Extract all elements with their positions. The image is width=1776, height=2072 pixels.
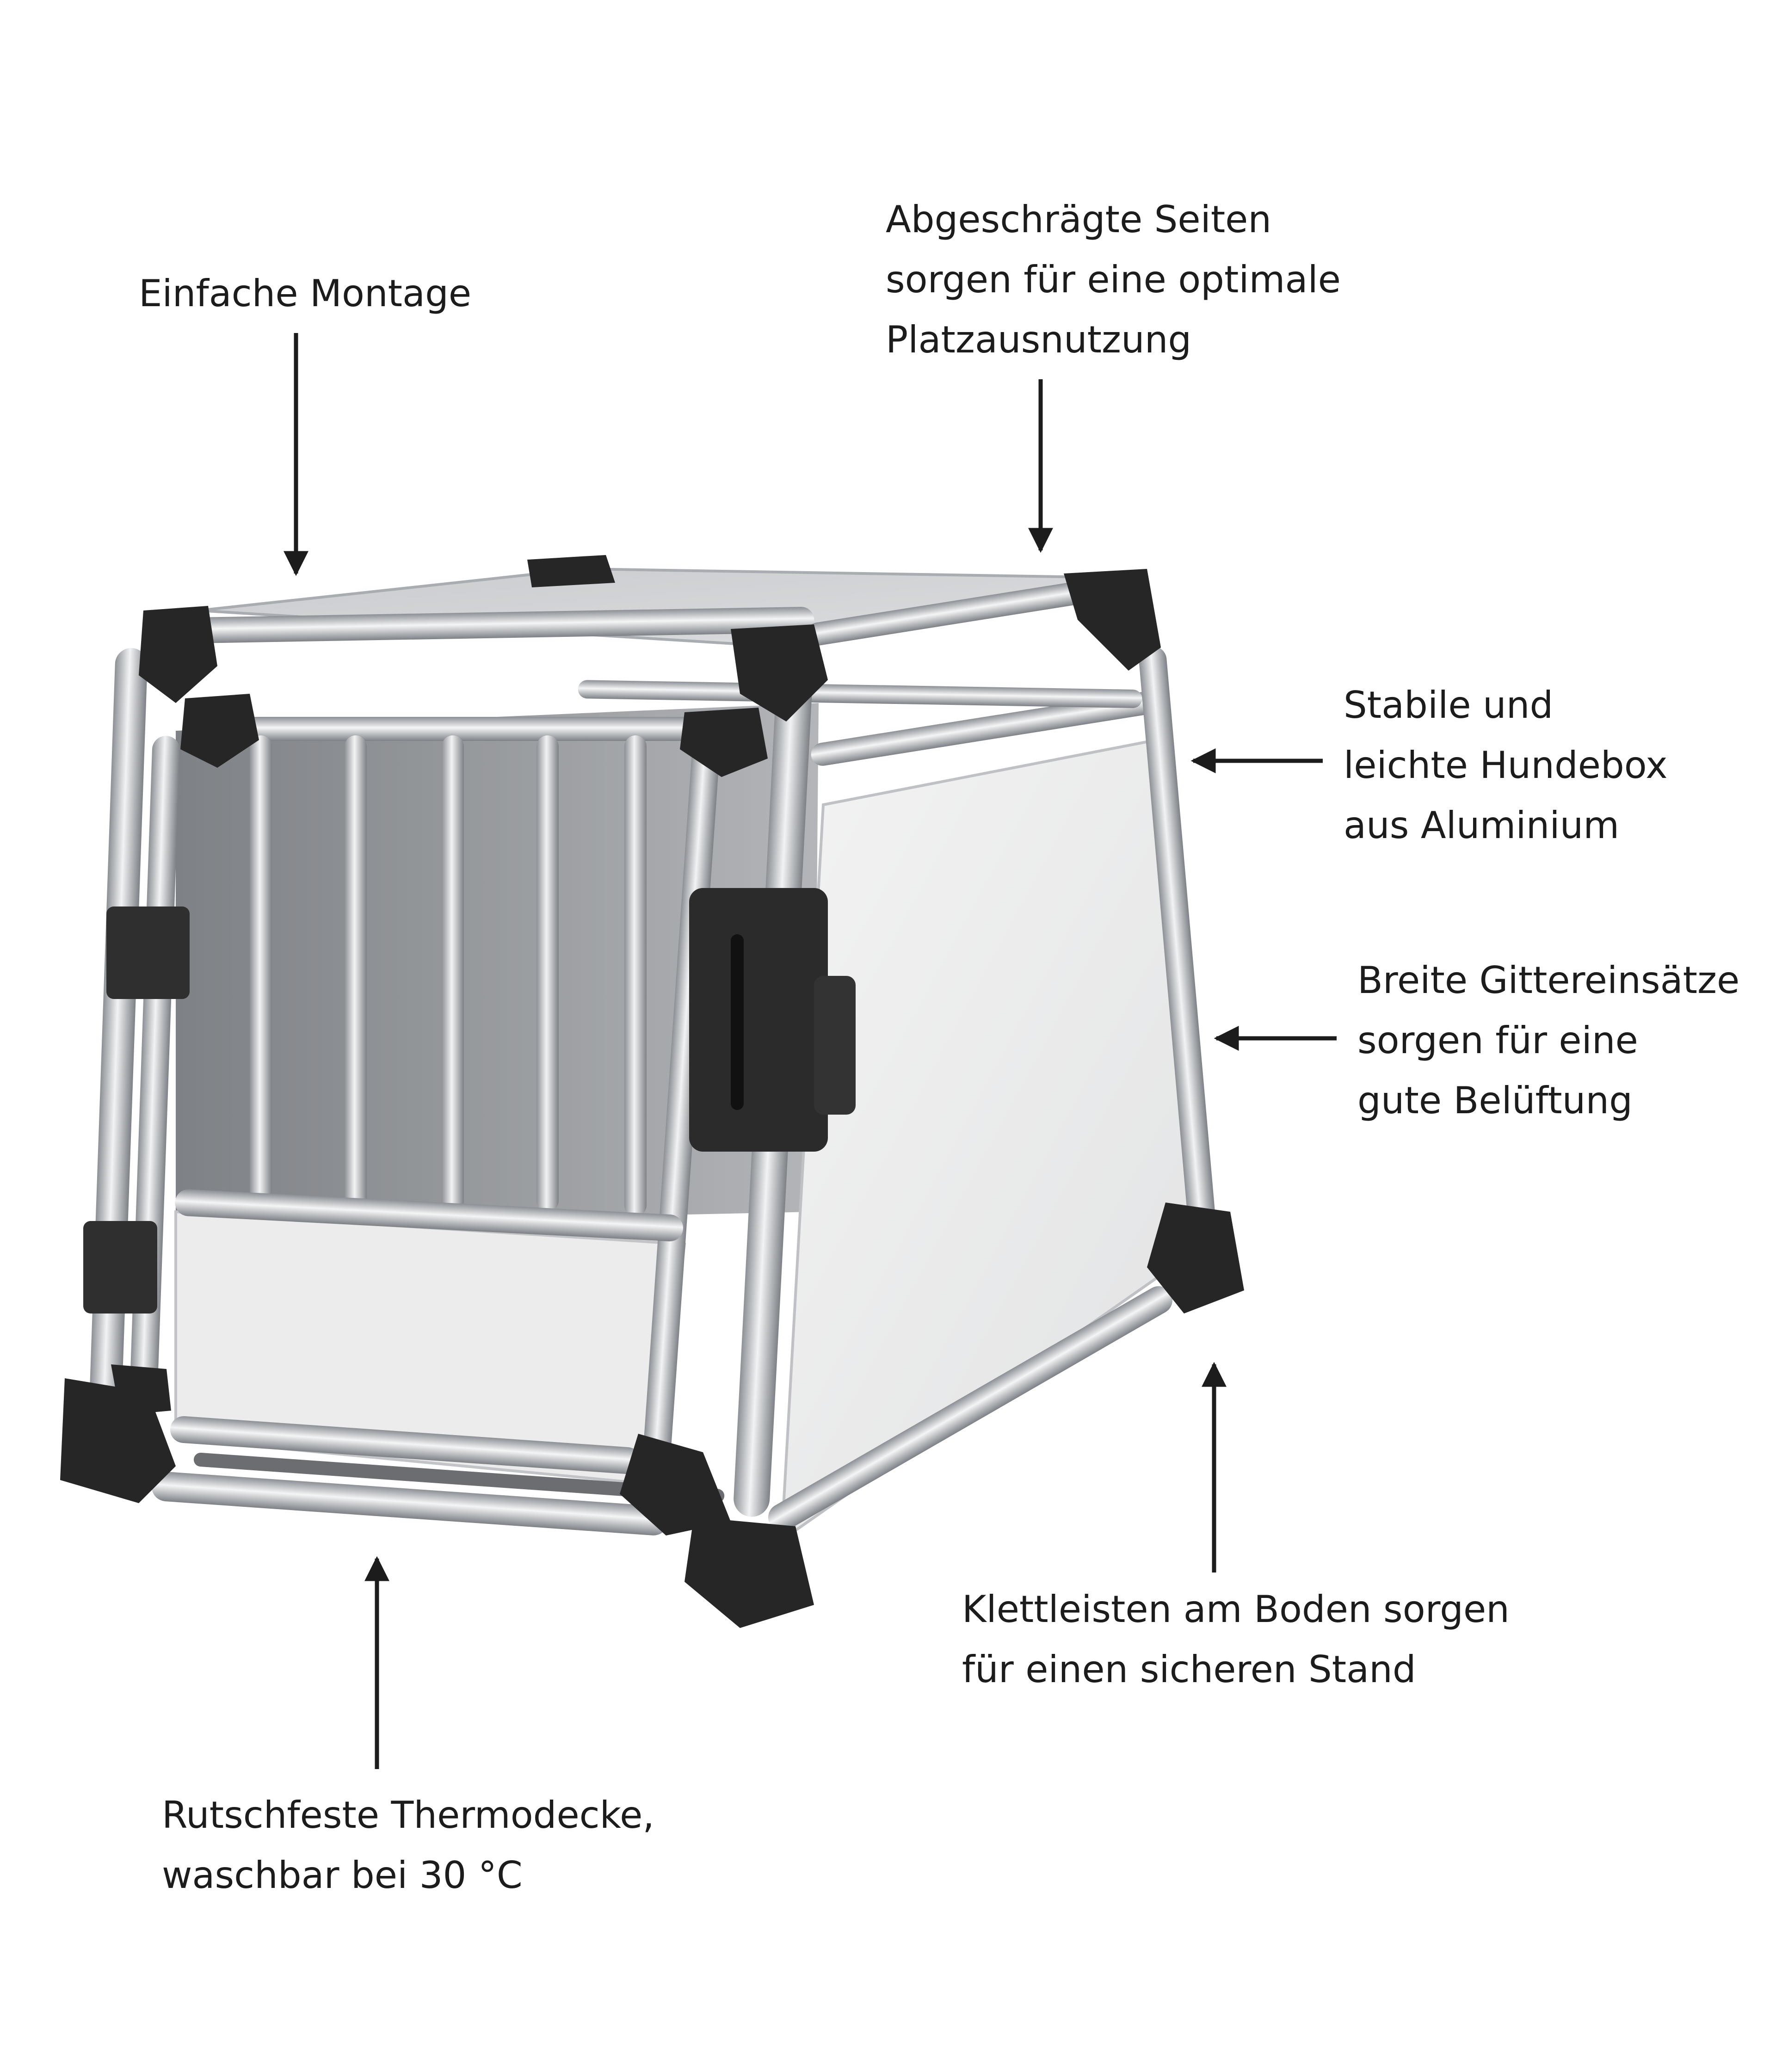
label-blanket-line-1: Rutschfeste Thermodecke, — [162, 1794, 654, 1837]
label-sides-line-2: sorgen für eine optimale — [886, 258, 1341, 301]
label-sides-line-3: Platzausnutzung — [886, 318, 1192, 361]
label-blanket: Rutschfeste Thermodecke, waschbar bei 30… — [162, 1785, 654, 1906]
label-grid-line-3: gute Belüftung — [1357, 1079, 1633, 1122]
label-grid: Breite Gittereinsätze sorgen für eine gu… — [1357, 950, 1739, 1131]
label-velcro-line-1: Klettleisten am Boden sorgen — [962, 1588, 1510, 1631]
callout-arrows — [284, 333, 1337, 1769]
label-blanket-line-2: waschbar bei 30 °C — [162, 1854, 523, 1897]
label-grid-line-2: sorgen für eine — [1357, 1019, 1638, 1062]
label-material-line-2: leichte Hundebox — [1344, 744, 1668, 787]
label-material-line-3: aus Aluminium — [1344, 804, 1620, 847]
label-sides-line-1: Abgeschrägte Seiten — [886, 198, 1272, 241]
label-material: Stabile und leichte Hundebox aus Alumini… — [1344, 675, 1668, 856]
crate-interior — [176, 703, 819, 1226]
label-sides: Abgeschrägte Seiten sorgen für eine opti… — [886, 190, 1341, 370]
crate-top-frame — [194, 572, 1159, 766]
label-mounting-line-1: Einfache Montage — [139, 272, 472, 315]
crate-door-grille — [170, 717, 698, 1474]
label-grid-line-1: Breite Gittereinsätze — [1357, 959, 1740, 1002]
label-material-line-1: Stabile und — [1344, 684, 1554, 727]
crate-door-hinges — [83, 906, 190, 1314]
crate-door-latch — [689, 888, 856, 1152]
crate-side-panel — [780, 738, 1214, 1543]
label-mounting: Einfache Montage — [139, 264, 471, 324]
crate-bottom-frame — [151, 1286, 1173, 1536]
crate-corner-connectors — [60, 555, 1244, 1628]
label-velcro: Klettleisten am Boden sorgen für einen s… — [962, 1579, 1510, 1700]
label-velcro-line-2: für einen sicheren Stand — [962, 1648, 1416, 1691]
